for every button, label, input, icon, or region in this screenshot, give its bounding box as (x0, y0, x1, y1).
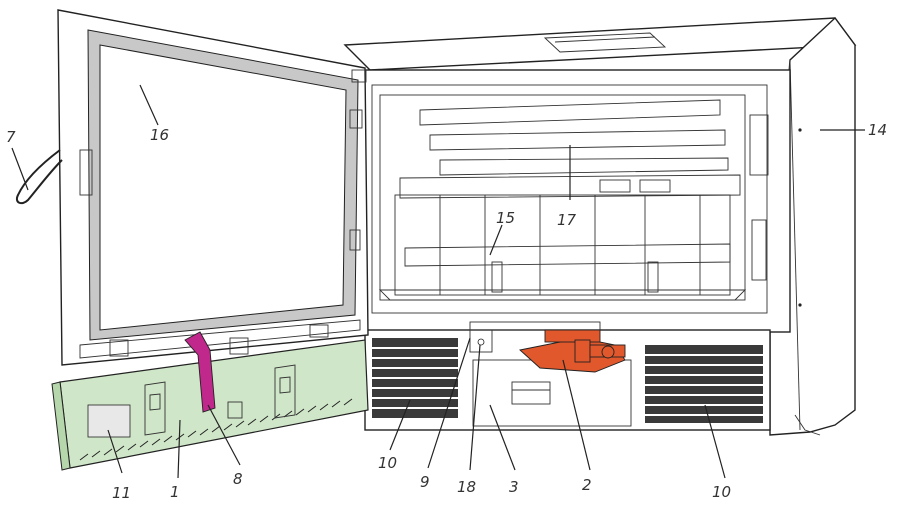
callout-16: 16 (150, 126, 169, 144)
callout-7: 7 (6, 128, 16, 146)
callout-9: 9 (420, 473, 430, 491)
callout-17: 17 (557, 211, 577, 229)
orange-mechanism (519, 329, 626, 373)
callout-8: 8 (233, 470, 243, 488)
interior-chamber (378, 94, 747, 301)
callout-15: 15 (496, 209, 515, 227)
callout-10b: 10 (712, 483, 731, 501)
callout-1: 1 (170, 483, 180, 501)
cabinet-body (343, 16, 857, 436)
callout-18: 18 (457, 478, 476, 496)
door-bottom-panel (51, 331, 369, 471)
callout-3: 3 (509, 478, 519, 496)
interior-shelf (404, 243, 731, 267)
latch-handle (184, 331, 216, 413)
green-bracket (469, 321, 601, 331)
callout-10a: 10 (378, 454, 397, 472)
door (16, 9, 369, 366)
callout-2: 2 (582, 476, 592, 494)
door-handle (16, 149, 63, 205)
callout-labels: 16 7 14 17 15 11 1 8 10 9 18 3 2 10 (6, 121, 887, 502)
callout-14: 14 (868, 121, 887, 139)
leader-lines (11, 84, 865, 479)
callout-11: 11 (112, 484, 131, 502)
